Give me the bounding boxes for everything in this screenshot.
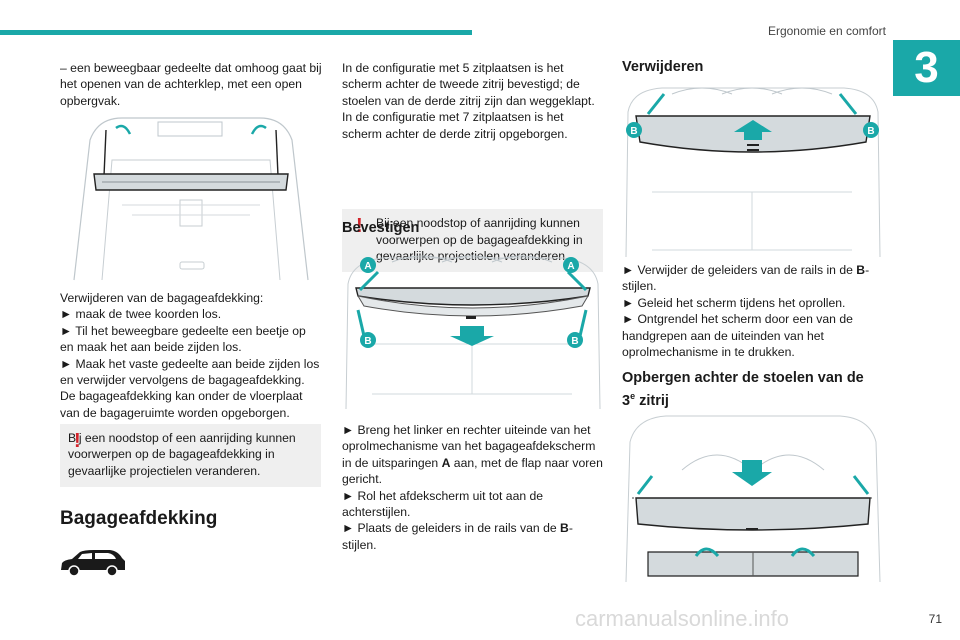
label-b-right: B bbox=[571, 336, 578, 347]
step-text: aan, met de flap naar voren gericht. bbox=[342, 455, 603, 487]
step-text: ► Plaats de geleiders in de rails van de bbox=[342, 521, 561, 536]
attach-step-2: ► Rol het afdekscherm uit tot aan de ach… bbox=[342, 488, 544, 520]
label-a-right: A bbox=[567, 261, 574, 272]
step-ref-a: A bbox=[441, 455, 451, 470]
page-number: 71 bbox=[928, 612, 942, 626]
label-b-left: B bbox=[630, 126, 637, 137]
section-title-opbergen: Opbergen achter de stoelen van de 3e zit… bbox=[622, 369, 884, 410]
car-silhouette-icon bbox=[61, 550, 125, 577]
title-text: Opbergen achter de stoelen van de bbox=[622, 370, 864, 386]
warning-box-2: ! Bij een noodstop of aanrijding kunnen … bbox=[342, 209, 603, 273]
warning-icon: ! bbox=[356, 215, 363, 238]
remove-illustration: B B bbox=[625, 87, 881, 258]
title-text: zitrij bbox=[635, 392, 669, 409]
column-1: – een beweegbaar gedeelte dat omhoog gaa… bbox=[60, 60, 322, 109]
title-num: 3 bbox=[622, 392, 631, 409]
intro-text: – een beweegbaar gedeelte dat omhoog gaa… bbox=[60, 61, 322, 108]
chapter-tab: 3 bbox=[893, 40, 960, 96]
section-title-bagageafdekking: Bagageafdekking bbox=[60, 508, 218, 529]
storage-illustration bbox=[625, 415, 881, 583]
label-b-left: B bbox=[364, 336, 371, 347]
removal-instructions: Verwijderen van de bagageafdekking: ► ma… bbox=[60, 290, 322, 421]
title-sup: e bbox=[630, 391, 636, 401]
section-title-verwijderen: Verwijderen bbox=[622, 59, 704, 75]
attach-illustration: A A B B bbox=[345, 255, 601, 410]
step-ref-b: B bbox=[856, 263, 866, 277]
label-a-left: A bbox=[364, 261, 371, 272]
config-line: In de configuratie met 7 zitplaatsen is … bbox=[342, 110, 568, 141]
attach-steps: ► Breng het linker en rechter uiteinde v… bbox=[342, 422, 604, 553]
attach-step-3: ► Plaats de geleiders in de rails van de… bbox=[342, 520, 604, 553]
removal-line: De bagageafdekking kan onder de vloerpla… bbox=[60, 389, 303, 420]
header-accent-bar bbox=[0, 30, 472, 35]
step-text: -stijlen. bbox=[342, 521, 573, 552]
remove-step-1: ► Verwijder de geleiders van de rails in… bbox=[622, 262, 884, 295]
remove-steps: ► Verwijder de geleiders van de rails in… bbox=[622, 262, 884, 360]
configuration-text: In de configuratie met 5 zitplaatsen is … bbox=[342, 60, 604, 142]
warning-box: ! Bij een noodstop of een aanrijding kun… bbox=[60, 424, 321, 488]
removal-line: ► maak de twee koorden los. bbox=[60, 307, 222, 322]
step-text: ► Breng het linker en rechter uiteinde v… bbox=[342, 423, 596, 470]
removal-line: ► Maak het vaste gedeelte aan beide zijd… bbox=[60, 356, 320, 388]
removal-line: Verwijderen van de bagageafdekking: bbox=[60, 291, 264, 305]
section-title-bevestigen: Bevestigen bbox=[342, 220, 420, 236]
config-line: In de configuratie met 5 zitplaatsen is … bbox=[342, 61, 595, 108]
watermark: carmanualsonline.info bbox=[575, 606, 790, 631]
warning-text: Bij een noodstop of aanrijding kunnen vo… bbox=[376, 216, 583, 264]
attach-step-1: ► Breng het linker en rechter uiteinde v… bbox=[342, 422, 604, 488]
step-ref-b: B bbox=[560, 521, 569, 536]
trunk-cover-illustration bbox=[73, 117, 309, 281]
warning-icon: ! bbox=[74, 430, 81, 452]
removal-line: ► Til het beweegbare gedeelte een beetje… bbox=[60, 323, 306, 355]
step-text: ► Verwijder de geleiders van de rails in… bbox=[622, 263, 857, 277]
step-text: -stijlen. bbox=[622, 263, 870, 294]
header-title: Ergonomie en comfort bbox=[767, 24, 886, 38]
remove-step-2: ► Geleid het scherm tijdens het oprollen… bbox=[622, 295, 846, 310]
remove-step-3: ► Ontgrendel het scherm door een van de … bbox=[622, 312, 853, 360]
label-b-right: B bbox=[867, 126, 874, 137]
warning-text: Bij een noodstop of een aanrijding kunne… bbox=[68, 431, 296, 478]
